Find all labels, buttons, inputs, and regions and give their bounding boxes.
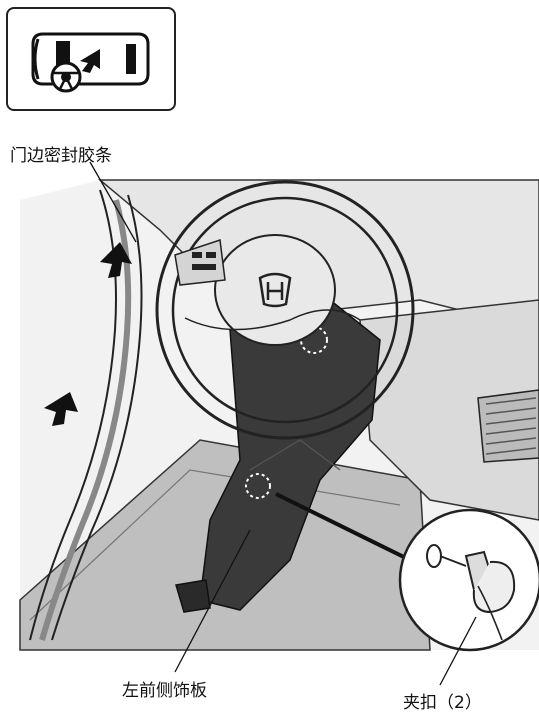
- clip-leader: [439, 616, 477, 686]
- clip-label: 夹扣（2）: [403, 693, 482, 713]
- steering-wheel-icon: [50, 61, 82, 93]
- left-front-side-trim-label: 左前侧饰板: [122, 681, 207, 701]
- clip-icon: [426, 544, 516, 641]
- arrow-icon: [80, 49, 100, 73]
- steering-wheel: [155, 180, 415, 440]
- removal-arrow-upper-icon: [100, 242, 132, 278]
- honda-logo-icon: [258, 272, 292, 308]
- accelerator-pedal: [477, 389, 539, 463]
- removal-arrow-lower-icon: [44, 392, 78, 426]
- clip-detail-callout: [275, 492, 539, 652]
- door-seal-label: 门边密封胶条: [10, 146, 112, 166]
- left-front-side-trim-panel: [175, 299, 381, 613]
- door-seal-leader: [89, 161, 137, 243]
- clip-location-lower: [245, 473, 271, 499]
- vehicle-locator-inset: [6, 7, 176, 111]
- seat-right-icon: [126, 44, 136, 74]
- vehicle-outline-icon: [31, 32, 150, 86]
- side-trim-leader: [174, 529, 251, 673]
